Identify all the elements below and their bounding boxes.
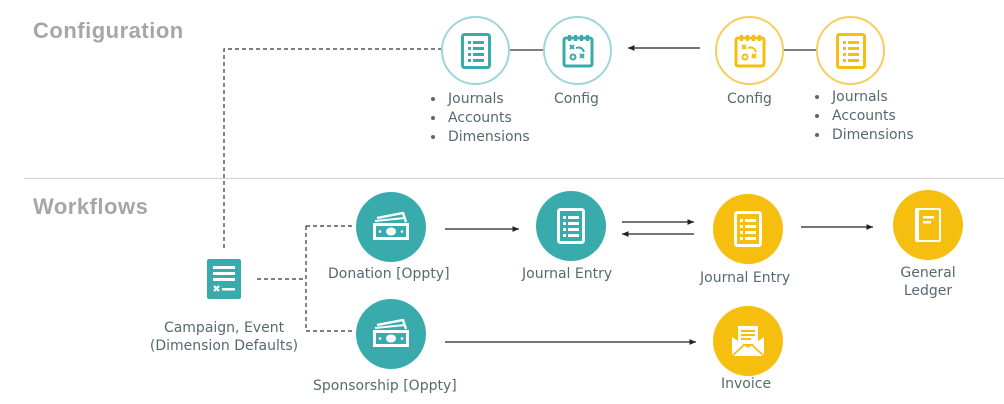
journal-entry-gold-node [713, 194, 783, 264]
gold-config-node [715, 16, 784, 85]
donation-label: Donation [Oppty] [328, 266, 450, 282]
list-item: Dimensions [446, 128, 530, 147]
list-document-icon [460, 32, 491, 69]
strategy-board-icon [734, 34, 765, 67]
cash-bills-icon [373, 212, 409, 240]
list-item: Journals [446, 90, 530, 109]
list-item: Journals [830, 88, 914, 107]
journal-entry-teal-node [536, 191, 606, 261]
campaign-label-line2: (Dimension Defaults) [149, 338, 299, 354]
book-icon [915, 208, 941, 242]
section-title-workflows: Workflows [33, 194, 149, 219]
sponsorship-label: Sponsorship [Oppty] [313, 378, 457, 394]
sponsorship-node [356, 299, 426, 369]
teal-config-bullet-list: Journals Accounts Dimensions [428, 90, 530, 147]
gold-config-label: Config [727, 91, 772, 107]
envelope-letter-icon [731, 326, 765, 357]
list-item: Accounts [830, 107, 914, 126]
list-item: Dimensions [830, 126, 914, 145]
list-document-icon [734, 211, 762, 247]
campaign-label: Campaign, Event (Dimension Defaults) [144, 319, 304, 355]
invoice-node [713, 306, 783, 376]
invoice-label: Invoice [721, 376, 772, 392]
list-document-icon [557, 208, 585, 244]
general-ledger-node [893, 190, 963, 260]
journal-entry-teal-label: Journal Entry [522, 266, 613, 282]
campaign-node [207, 259, 241, 299]
gold-config-bullet-list: Journals Accounts Dimensions [812, 88, 914, 145]
gold-journals-config-node [816, 16, 885, 85]
list-document-icon [835, 32, 866, 69]
teal-config-node [543, 16, 612, 85]
dashed-link-campaign-branch [257, 225, 354, 332]
general-ledger-label-line2: Ledger [903, 283, 953, 299]
teal-config-label: Config [554, 91, 599, 107]
cash-bills-icon [373, 319, 409, 347]
section-title-configuration: Configuration [33, 18, 184, 43]
form-document-icon [207, 259, 241, 299]
dashed-link-campaign-to-config [223, 48, 441, 248]
strategy-board-icon [562, 34, 593, 67]
campaign-label-line1: Campaign, Event [163, 320, 285, 336]
list-item: Accounts [446, 109, 530, 128]
section-divider [24, 178, 1004, 179]
general-ledger-label: General Ledger [878, 264, 978, 300]
journal-entry-gold-label: Journal Entry [700, 270, 791, 286]
general-ledger-label-line1: General [900, 265, 956, 281]
donation-node [356, 192, 426, 262]
teal-journals-config-node [441, 16, 510, 85]
